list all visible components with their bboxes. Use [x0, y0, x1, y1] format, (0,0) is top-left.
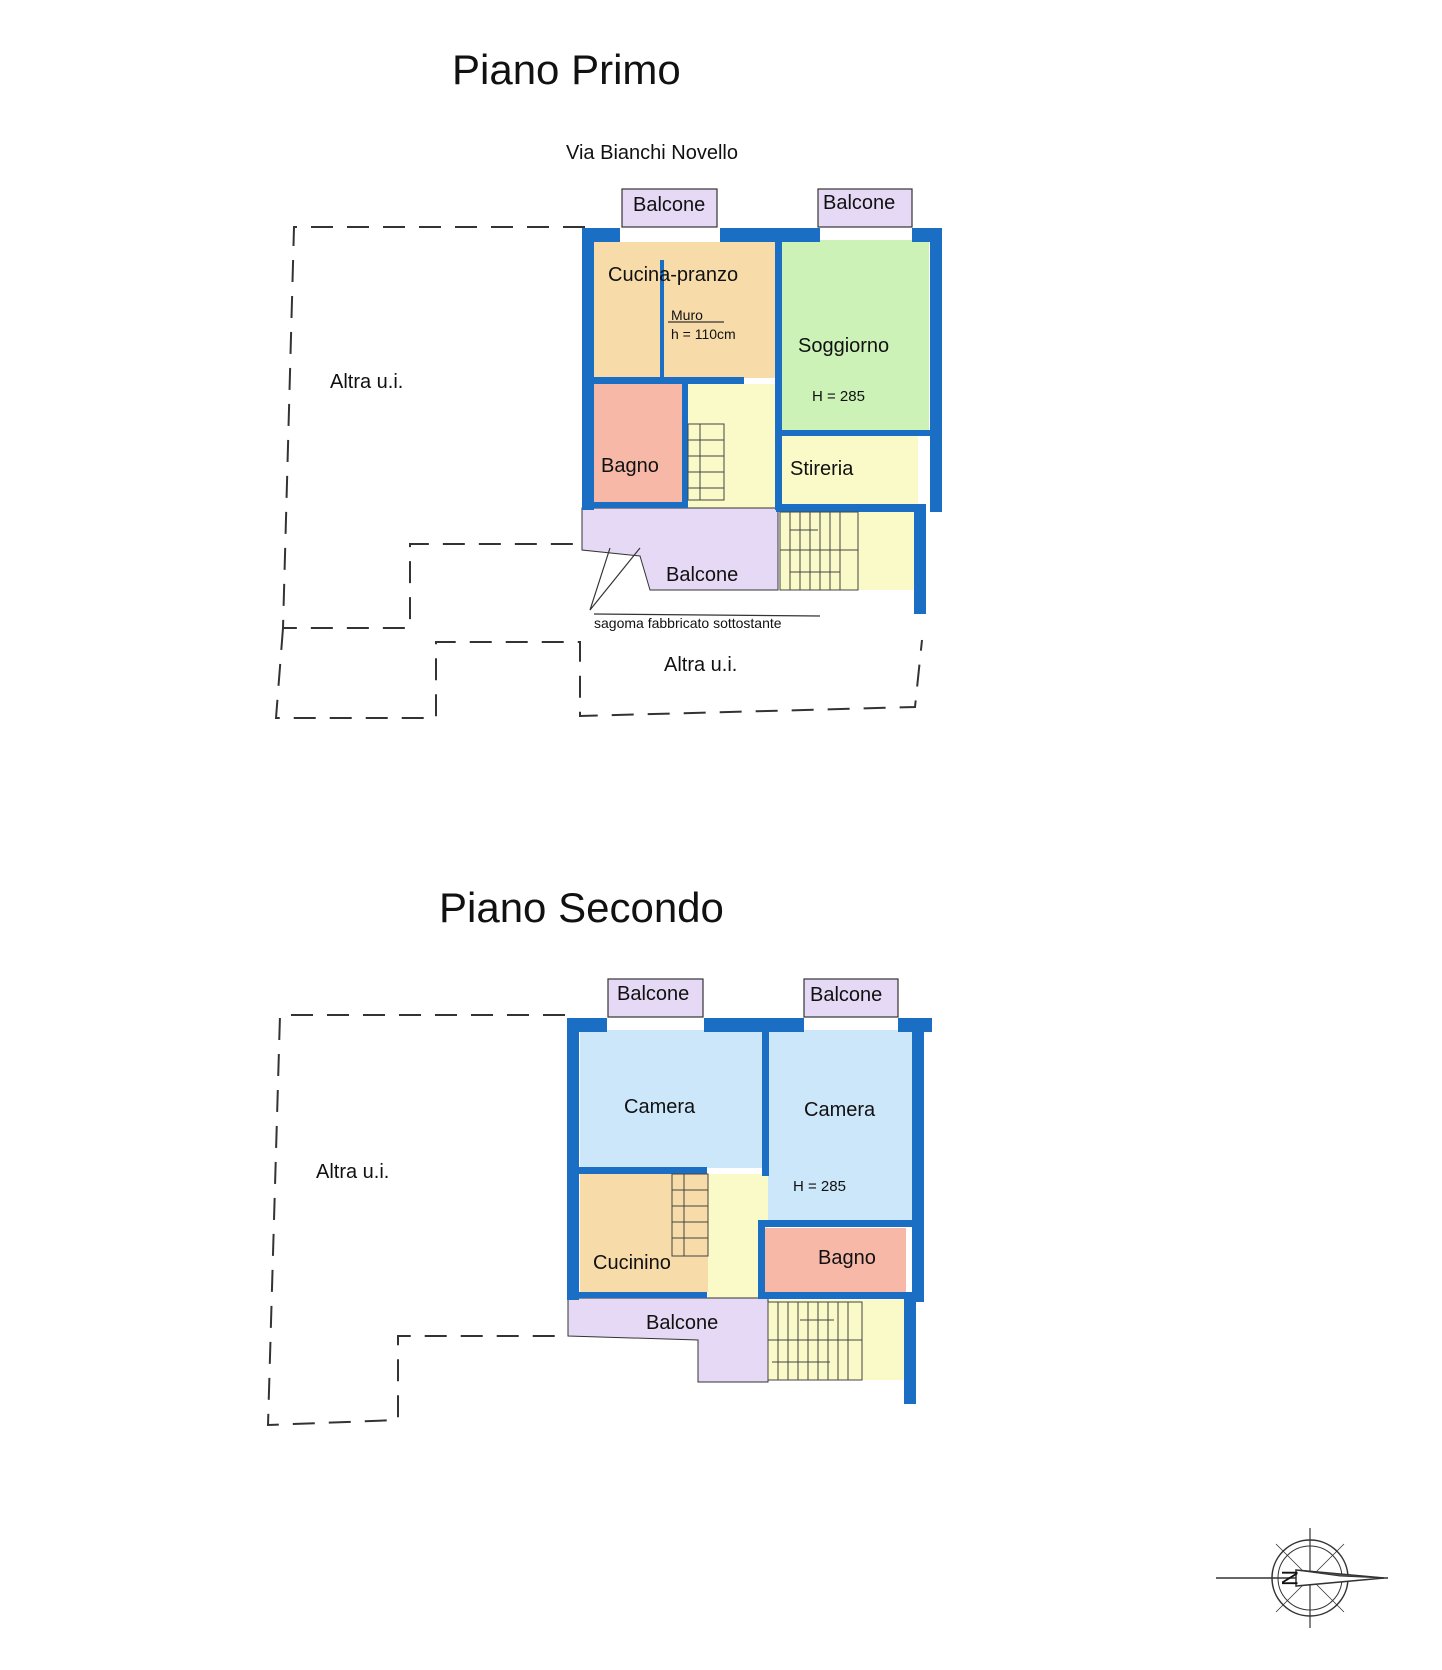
- wall-kitchenette-south: [579, 1292, 707, 1298]
- other-unit-left-outline: [281, 226, 585, 629]
- balcony-top-right-2: [803, 978, 899, 1018]
- wall-bedroom-right-south: [762, 1220, 912, 1227]
- kitchen-area: [592, 242, 775, 378]
- low-wall: [660, 260, 664, 378]
- balcony-top-left-label: Balcone: [633, 194, 705, 216]
- second-floor-title: Piano Secondo: [439, 884, 724, 931]
- stairs-upper-2: [671, 1173, 709, 1257]
- stairs-lower: [779, 511, 859, 591]
- other-unit-bottom-label: Altra u.i.: [664, 654, 737, 676]
- stairs-lower-2: [767, 1301, 863, 1381]
- wall-bath-east: [682, 384, 688, 504]
- outline-pointer: [589, 547, 641, 611]
- ironing-room-area: [776, 432, 918, 504]
- bathroom-label: Bagno: [601, 455, 659, 477]
- bedroom-right-area: [768, 1030, 912, 1222]
- bedroom-left-area: [580, 1030, 762, 1168]
- second-floor-plan: Piano Secondo Altra u.i. Balcone Balcone…: [266, 884, 932, 1427]
- balcony-top-right-label-2: Balcone: [810, 984, 882, 1006]
- wall-east-2: [912, 1018, 924, 1302]
- wall-interior-vertical: [775, 240, 782, 510]
- north-arrow-icon: N: [1216, 1528, 1388, 1628]
- bathroom-area-2: [764, 1228, 906, 1294]
- hallway-area: [688, 384, 776, 508]
- stairs-upper: [687, 423, 725, 501]
- bedroom-right-label: Camera: [804, 1099, 876, 1121]
- wall-living-south: [782, 430, 930, 436]
- wall-kitchen-south: [594, 377, 744, 384]
- wall-north-2-2: [704, 1018, 804, 1032]
- wall-north-2: [720, 228, 820, 242]
- street-label: Via Bianchi Novello: [566, 142, 738, 164]
- kitchen-label: Cucina-pranzo: [608, 264, 738, 286]
- balcony-top-left: [621, 188, 718, 228]
- wall-west: [582, 228, 594, 510]
- balcony-top-right-label: Balcone: [823, 192, 895, 214]
- other-unit-bottom-outline: [274, 627, 923, 719]
- ceiling-height-label: H = 285: [812, 388, 865, 405]
- bedroom-left-label: Camera: [624, 1096, 696, 1118]
- first-floor-title: Piano Primo: [452, 46, 681, 93]
- svg-text:N: N: [1277, 1570, 1302, 1586]
- balcony-top-right: [817, 188, 913, 228]
- kitchenette-area: [580, 1174, 708, 1292]
- wall-ironing-south: [776, 504, 926, 512]
- wall-east-lower: [914, 506, 926, 614]
- balcony-bottom-label: Balcone: [666, 564, 738, 586]
- wall-east: [930, 228, 942, 512]
- wall-label: Muro: [671, 307, 703, 323]
- balcony-top-left-label-2: Balcone: [617, 983, 689, 1005]
- wall-east-lower-2: [904, 1296, 916, 1404]
- bathroom-label-2: Bagno: [818, 1247, 876, 1269]
- first-floor-plan: Piano Primo Via Bianchi Novello Altra u.…: [274, 46, 942, 719]
- wall-north-1-2: [567, 1018, 607, 1032]
- other-unit-left-label-2: Altra u.i.: [316, 1161, 389, 1183]
- wall-bath-south: [594, 502, 688, 508]
- kitchenette-label: Cucinino: [593, 1252, 671, 1274]
- ironing-room-label: Stireria: [790, 458, 854, 480]
- wall-interior-vertical-2: [762, 1030, 769, 1176]
- other-unit-left-outline-2: [266, 1014, 565, 1427]
- living-room-label: Soggiorno: [798, 335, 889, 357]
- wall-west-2: [567, 1018, 579, 1300]
- wall-north-1: [582, 228, 620, 242]
- ceiling-height-label-2: H = 285: [793, 1178, 846, 1195]
- other-unit-left-label: Altra u.i.: [330, 371, 403, 393]
- living-room-area: [781, 240, 929, 430]
- wall-bath-south-2: [758, 1292, 912, 1299]
- balcony-bottom-label-2: Balcone: [646, 1312, 718, 1334]
- bathroom-area: [594, 384, 682, 502]
- outline-note: sagoma fabbricato sottostante: [594, 615, 782, 631]
- outline-note-underline: [593, 613, 821, 617]
- wall-bath-west-2: [758, 1220, 765, 1298]
- balcony-top-left-2: [607, 978, 704, 1018]
- wall-bedroom-south: [579, 1167, 707, 1174]
- stair-landing-area: [780, 512, 918, 590]
- balcony-bottom-2: [567, 1297, 769, 1383]
- wall-height-label: h = 110cm: [671, 326, 736, 342]
